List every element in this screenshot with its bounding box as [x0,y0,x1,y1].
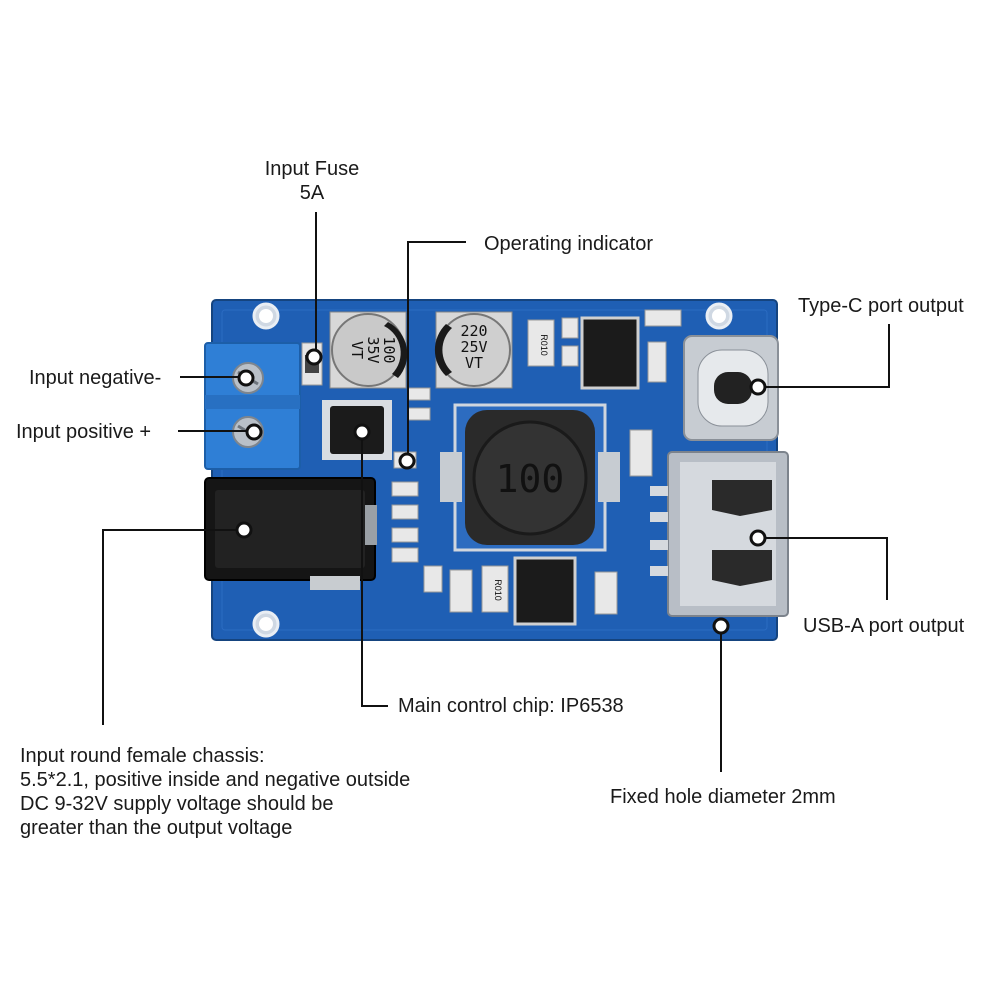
usb-a-connector [650,451,789,617]
inductor: 100 [440,403,620,552]
resistor-code: R010 [539,334,549,356]
capacitor-100uf [329,311,408,389]
resistor-code: R010 [493,579,503,601]
mosfets [513,316,640,626]
capacitor-220uf [434,311,513,389]
cap1-marking-line: 100 [380,336,398,363]
label-fixed-hole: Fixed hole diameter 2mm [610,786,836,808]
label-usb-a-output: USB-A port output [803,615,965,637]
label-operating-indicator: Operating indicator [484,233,653,255]
label-dc-jack-line3: DC 9-32V supply voltage should be [20,793,334,815]
leader-dc-jack [102,529,244,725]
leader-lines [102,212,890,772]
resistor-codes: R010 R010 [493,334,549,601]
leader-dots [235,348,767,635]
label-input-fuse-line1: Input Fuse [264,158,360,180]
label-dc-jack-line2: 5.5*2.1, positive inside and negative ou… [20,769,411,791]
label-dc-jack: Input round female chassis: 5.5*2.1, pos… [20,744,410,840]
dc-jack [204,477,377,590]
label-input-fuse: Input Fuse 5A [252,157,372,205]
cap1-marking-line: 35V [364,336,382,363]
label-input-negative: Input negative- [29,367,162,389]
label-dc-jack-line4: greater than the output voltage [20,817,293,839]
inductor-marking: 100 [496,457,565,501]
mounting-holes [252,302,733,638]
label-main-control-chip: Main control chip: IP6538 [398,695,624,717]
screw-terminal [204,342,301,470]
leader-operating-indicator [407,241,466,460]
smd-components [391,309,682,615]
label-dc-jack-line1: Input round female chassis: [20,745,265,767]
cap2-marking-line: 220 [460,322,487,340]
label-input-positive: Input positive + [16,421,152,443]
cap1-marking: 10035VVT [348,336,398,363]
cap1-marking-line: VT [348,341,366,359]
label-type-c-output: Type-C port output [798,295,964,317]
cap2-marking-line: VT [465,354,483,372]
leader-main-chip [361,433,388,707]
cap2-marking-line: 25V [460,338,487,356]
leader-usb-a [758,537,888,600]
leader-type-c [758,324,890,388]
label-input-fuse-line2: 5A [299,182,325,204]
